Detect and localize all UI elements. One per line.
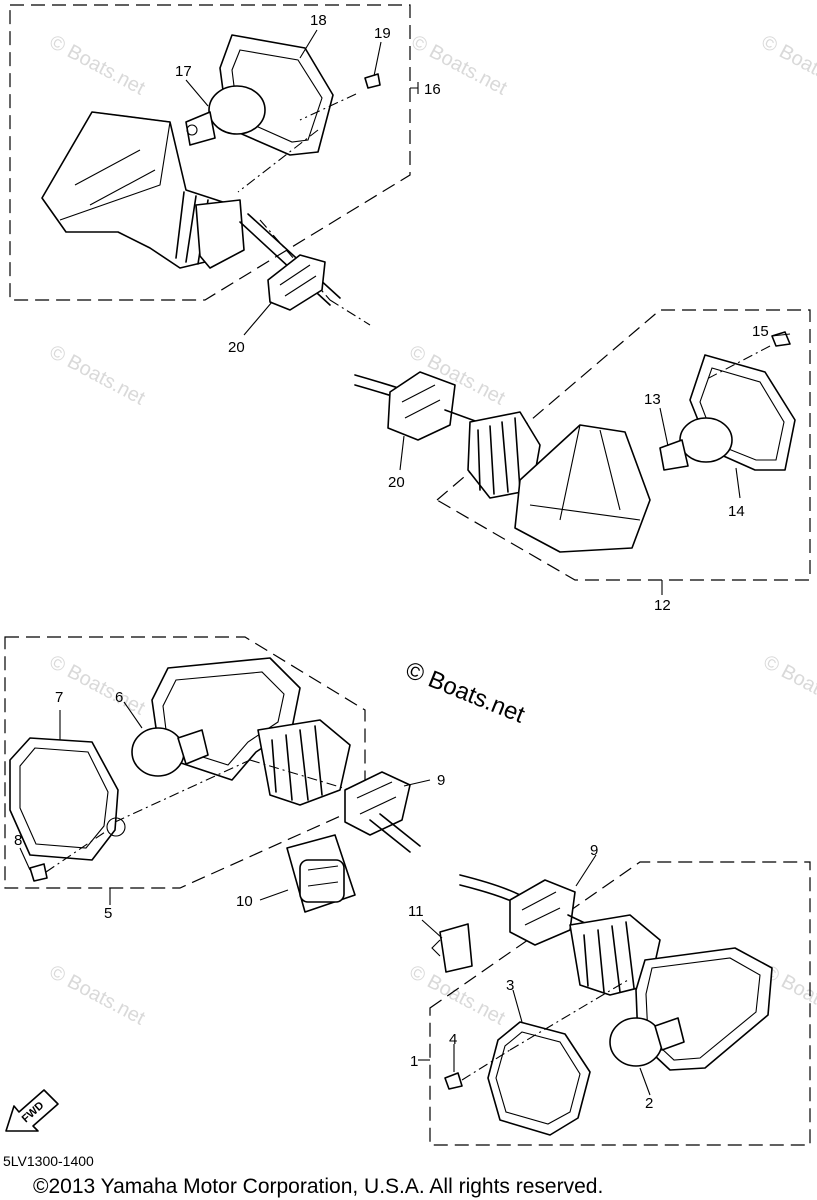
part-9-clamp [344,771,411,836]
callout-20a: 20 [228,339,245,356]
callout-18: 18 [310,12,327,29]
fwd-arrow-icon: FWD [5,1089,59,1132]
watermark: © Boats.net [758,31,817,100]
callout-13: 13 [644,391,661,408]
watermark: © Boats.net [760,651,817,720]
callout-5: 5 [104,905,112,922]
assembly-12-turn-signal [354,309,811,581]
part-17-bulb [208,85,266,135]
part-7-lens [9,737,119,861]
callout-2: 2 [645,1095,653,1112]
callout-14: 14 [728,503,745,520]
part-20-clamp [387,371,456,441]
callout-1: 1 [410,1053,418,1070]
callout-15: 15 [752,323,769,340]
part-19-screw [364,73,381,89]
part-9-clamp [509,879,576,946]
part-16-grommet [195,199,245,269]
diagram-code: 5LV1300-1400 [3,1153,94,1169]
callout-9a: 9 [437,772,445,789]
part-6-bulb [131,727,185,777]
callout-4: 4 [449,1031,457,1048]
watermark: © Boats.net [46,961,149,1030]
callout-numbers: 1 2 3 4 5 6 7 8 9 9 10 11 12 13 14 15 16… [14,12,769,1112]
assembly-16-boundary [9,4,411,301]
part-10-bracket [286,834,356,913]
part-12-housing [514,424,651,553]
callout-10: 10 [236,893,253,910]
callout-8: 8 [14,832,22,849]
part-20-clamp [267,254,326,311]
part-5-wire [369,813,421,853]
part-4-screw [444,1072,463,1090]
callout-12: 12 [654,597,671,614]
part-7-mount-eye [106,817,126,837]
callout-11: 11 [408,903,424,920]
part-8-screw [29,863,48,882]
callout-16: 16 [424,81,441,98]
assembly-1-boundary [429,861,811,1146]
part-2-bulb [609,1017,663,1067]
watermark: © Boats.net [46,341,149,410]
callout-20b: 20 [388,474,405,491]
watermark: © Boats.net [406,961,509,1030]
assembly-5-turn-signal [4,636,421,889]
callout-9b: 9 [590,842,598,859]
assembly-12-boundary [435,309,811,581]
callout-17: 17 [175,63,192,80]
part-11-clip [431,923,473,973]
callout-19: 19 [374,25,391,42]
callout-7: 7 [55,689,63,706]
part-16-housing [41,111,233,269]
part-3-lens [487,1021,591,1136]
copyright-notice: ©2013 Yamaha Motor Corporation, U.S.A. A… [33,1175,603,1198]
assembly-1-turn-signal [429,861,811,1146]
callout-3: 3 [506,977,514,994]
watermark: © Boats.net [46,651,149,720]
callout-leaders [19,29,791,1096]
part-13-bulb [679,417,733,463]
callout-6: 6 [115,689,123,706]
center-watermark: © Boats.net [402,657,529,729]
assembly-16-turn-signal [9,4,411,326]
watermark: © Boats.net [46,31,149,100]
